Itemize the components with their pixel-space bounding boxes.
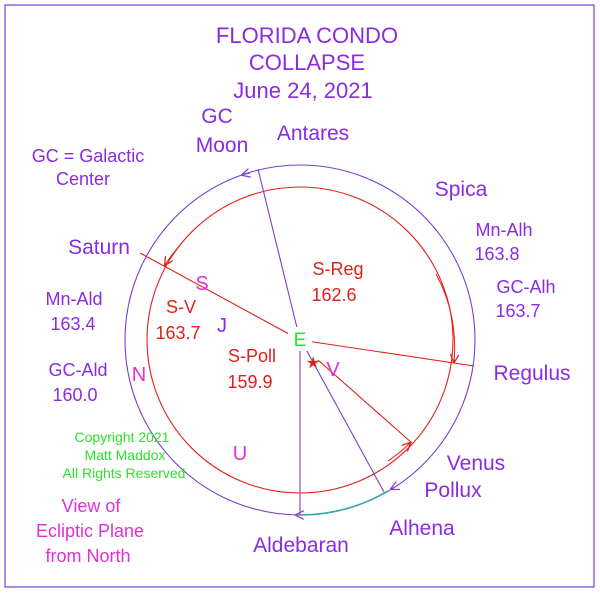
s-v-value: 163.7 bbox=[155, 323, 200, 343]
s-poll-value: 159.9 bbox=[227, 372, 272, 392]
label-pollux: Pollux bbox=[424, 479, 482, 502]
label-venus: Venus bbox=[447, 452, 505, 475]
copyright-line-2: Matt Maddox bbox=[85, 447, 166, 463]
s-reg-value: 162.6 bbox=[311, 285, 356, 305]
view-note-line-3: from North bbox=[45, 546, 130, 566]
planet-jupiter: J bbox=[217, 315, 227, 337]
s-reg-label: S-Reg bbox=[312, 259, 363, 279]
label-saturn: Saturn bbox=[68, 236, 130, 259]
line-venus bbox=[317, 359, 413, 444]
label-alhena: Alhena bbox=[389, 517, 455, 540]
arrow-gc-moon bbox=[242, 173, 250, 175]
mn-ald-value: 163.4 bbox=[50, 314, 95, 334]
line-saturn bbox=[139, 252, 301, 341]
outer-arc-highlight bbox=[299, 490, 389, 516]
line-gc-moon bbox=[257, 168, 301, 341]
arrow-saturn bbox=[165, 242, 183, 265]
arrow-alhena bbox=[391, 487, 395, 489]
label-gc: GC bbox=[201, 105, 233, 128]
gc-ald-label: GC-Ald bbox=[48, 360, 107, 380]
arrow-venus bbox=[387, 443, 410, 462]
label-moon: Moon bbox=[196, 134, 249, 157]
mn-alh-value: 163.8 bbox=[474, 244, 519, 264]
planet-neptune: N bbox=[132, 364, 146, 386]
s-v-label: S-V bbox=[166, 297, 196, 317]
view-note-line-1: View of bbox=[62, 496, 122, 516]
frame-border bbox=[4, 4, 595, 588]
planet-venus: V bbox=[326, 359, 340, 381]
gc-alh-label: GC-Alh bbox=[496, 277, 555, 297]
line-alhena bbox=[301, 341, 385, 493]
label-regulus: Regulus bbox=[493, 362, 570, 385]
earth-box bbox=[288, 327, 312, 351]
planet-saturn: S bbox=[195, 273, 208, 295]
planet-earth: E bbox=[294, 330, 307, 351]
view-note-line-2: Ecliptic Plane bbox=[36, 521, 144, 541]
title-line-3: June 24, 2021 bbox=[233, 78, 372, 103]
copyright-line-1: Copyright 2021 bbox=[75, 429, 170, 445]
label-spica: Spica bbox=[435, 178, 488, 201]
label-antares: Antares bbox=[277, 122, 349, 145]
gc-legend-line-2: Center bbox=[56, 169, 110, 189]
copyright-line-3: All Rights Reserved bbox=[63, 465, 186, 481]
label-aldebaran: Aldebaran bbox=[253, 534, 349, 557]
gc-ald-value: 160.0 bbox=[52, 385, 97, 405]
s-poll-label: S-Poll bbox=[228, 346, 276, 366]
title-line-1: FLORIDA CONDO bbox=[216, 23, 398, 48]
line-regulus bbox=[299, 339, 475, 367]
arrow-regulus bbox=[435, 273, 455, 362]
gc-legend-line-1: GC = Galactic bbox=[32, 146, 145, 166]
planet-uranus: U bbox=[233, 443, 247, 465]
star-icon: ★ bbox=[306, 355, 320, 372]
gc-alh-value: 163.7 bbox=[495, 301, 540, 321]
mn-alh-label: Mn-Alh bbox=[475, 220, 532, 240]
title-line-2: COLLAPSE bbox=[249, 50, 365, 75]
mn-ald-label: Mn-Ald bbox=[45, 289, 102, 309]
